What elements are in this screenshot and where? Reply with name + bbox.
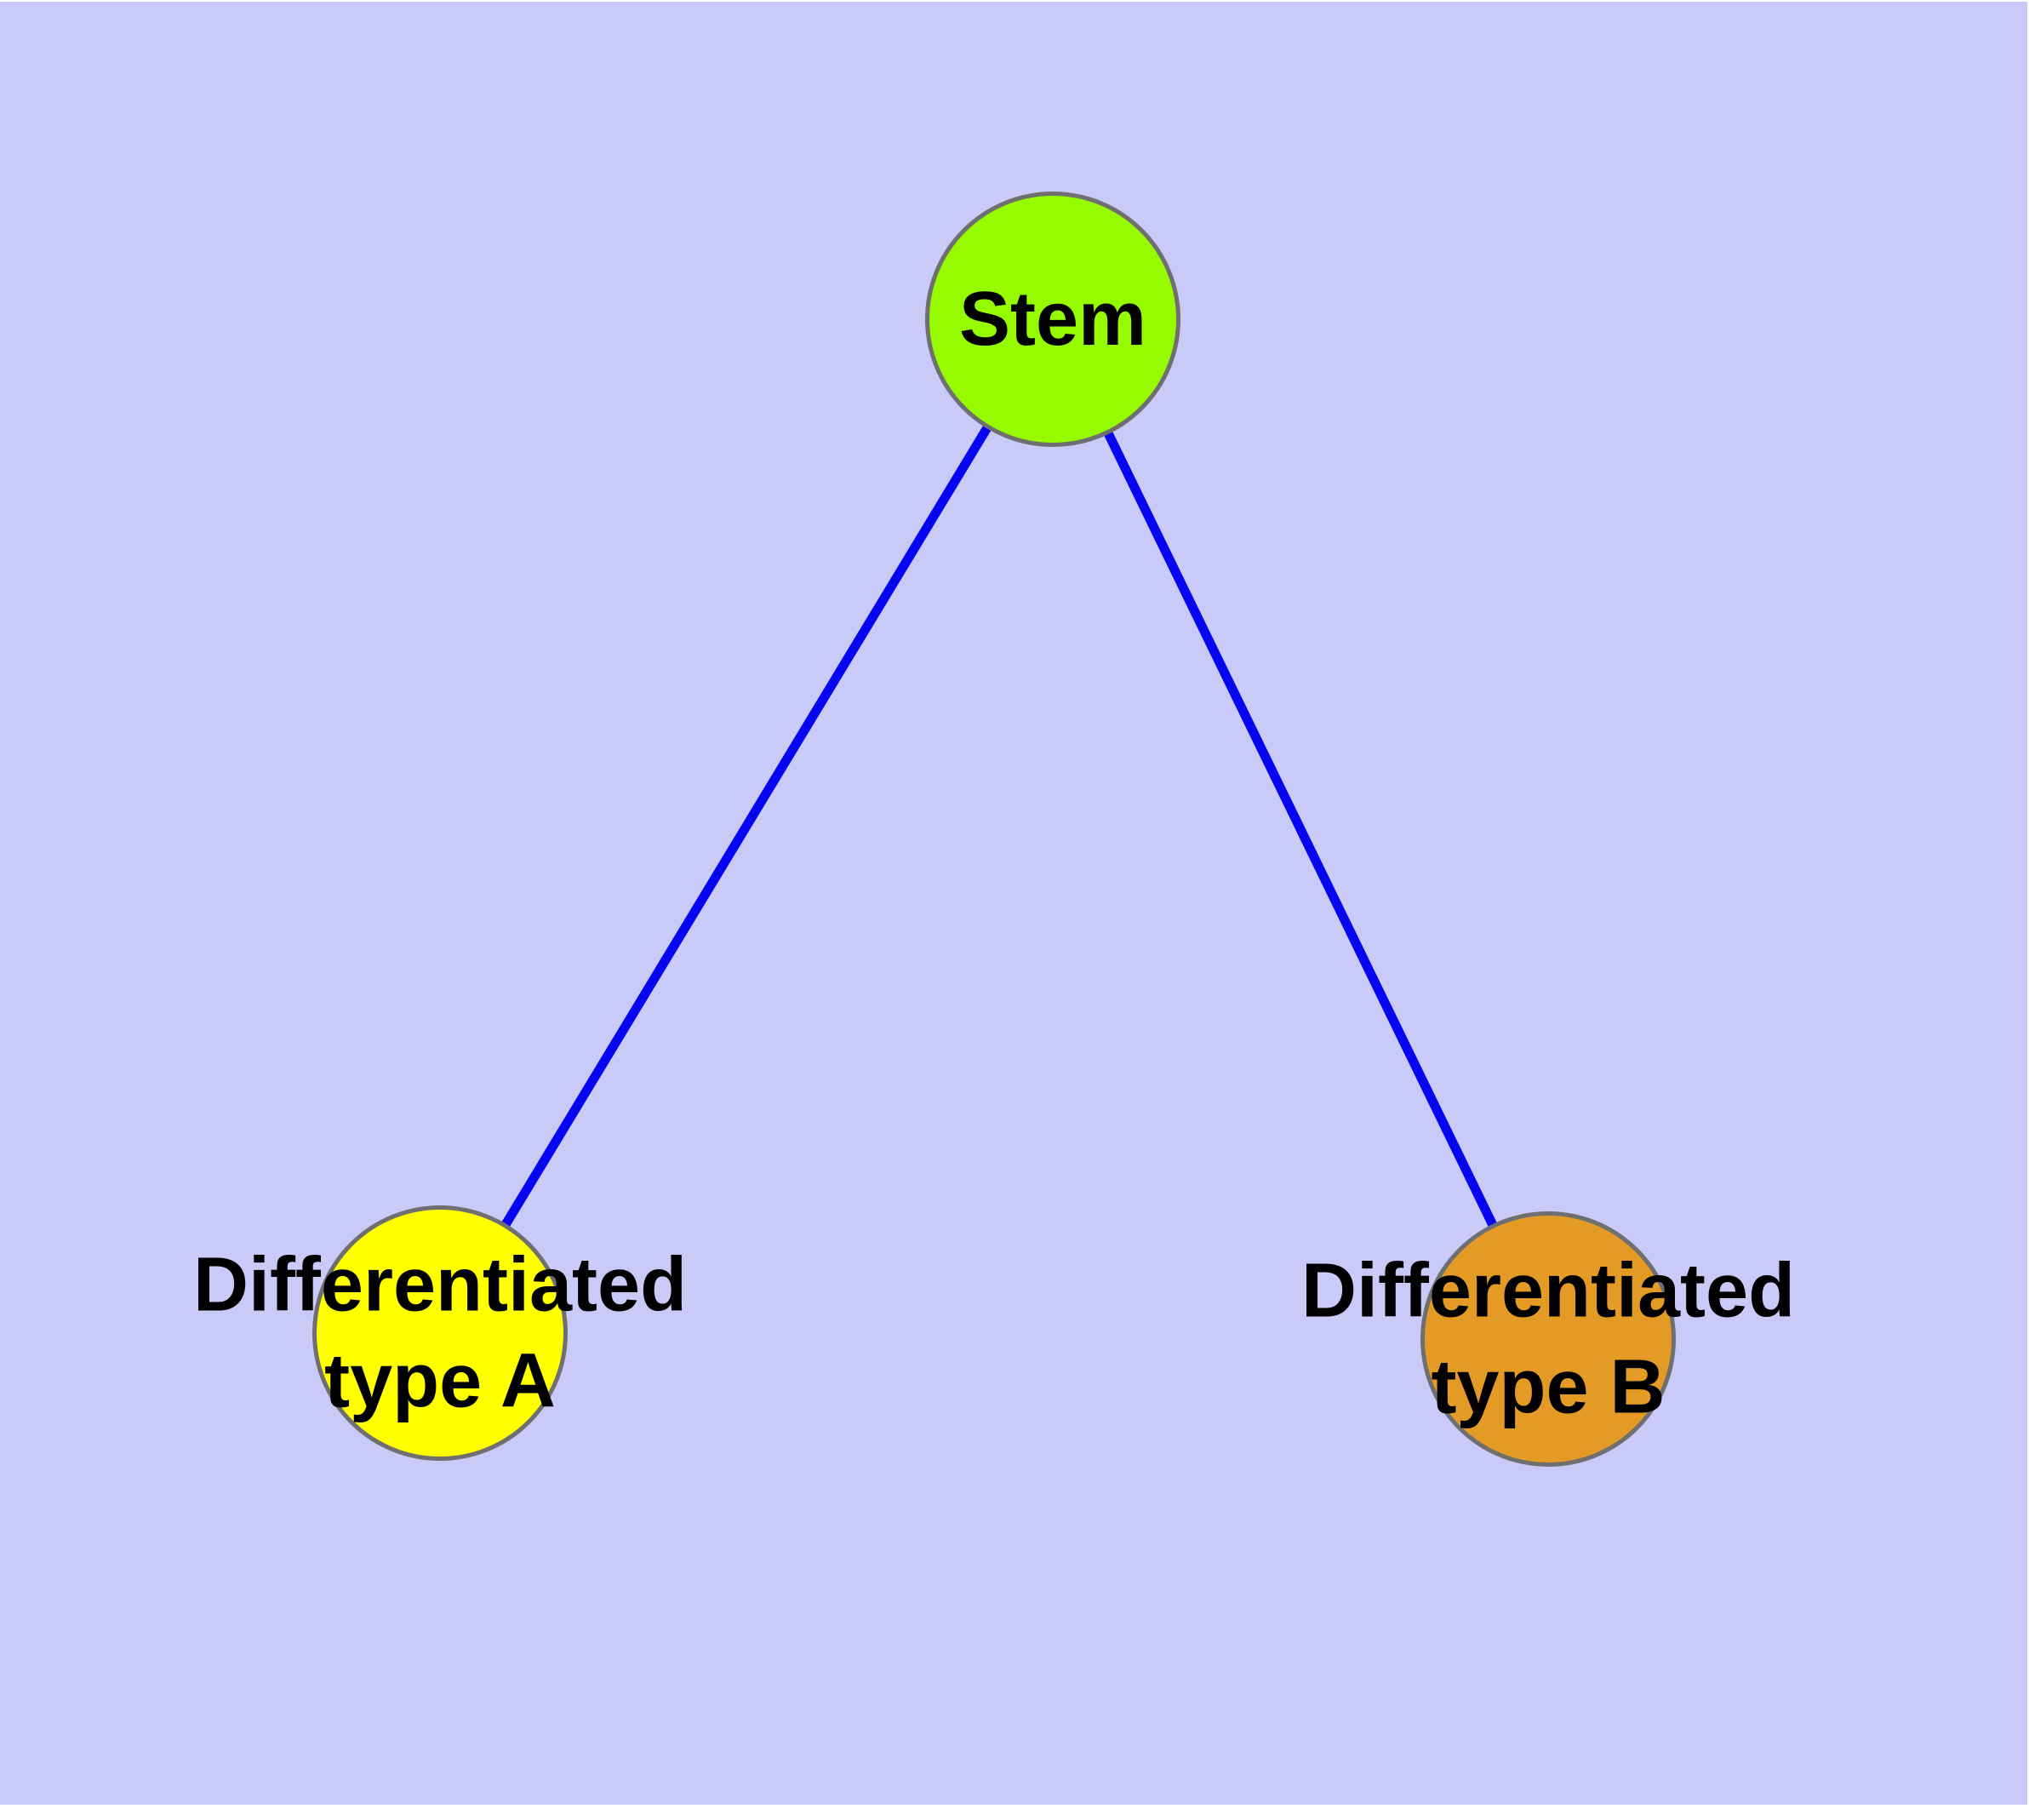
edge-line bbox=[436, 317, 1057, 1336]
node-differentiated-type-a-label: Differentiated type A bbox=[192, 1242, 688, 1424]
edge-line bbox=[1049, 317, 1552, 1342]
node-differentiated-type-b-label: Differentiated type B bbox=[1300, 1248, 1796, 1430]
node-stem-label: Stem bbox=[958, 276, 1147, 362]
node-differentiated-type-a bbox=[312, 1205, 568, 1461]
node-differentiated-type-b bbox=[1420, 1211, 1676, 1467]
node-stem bbox=[925, 192, 1180, 447]
